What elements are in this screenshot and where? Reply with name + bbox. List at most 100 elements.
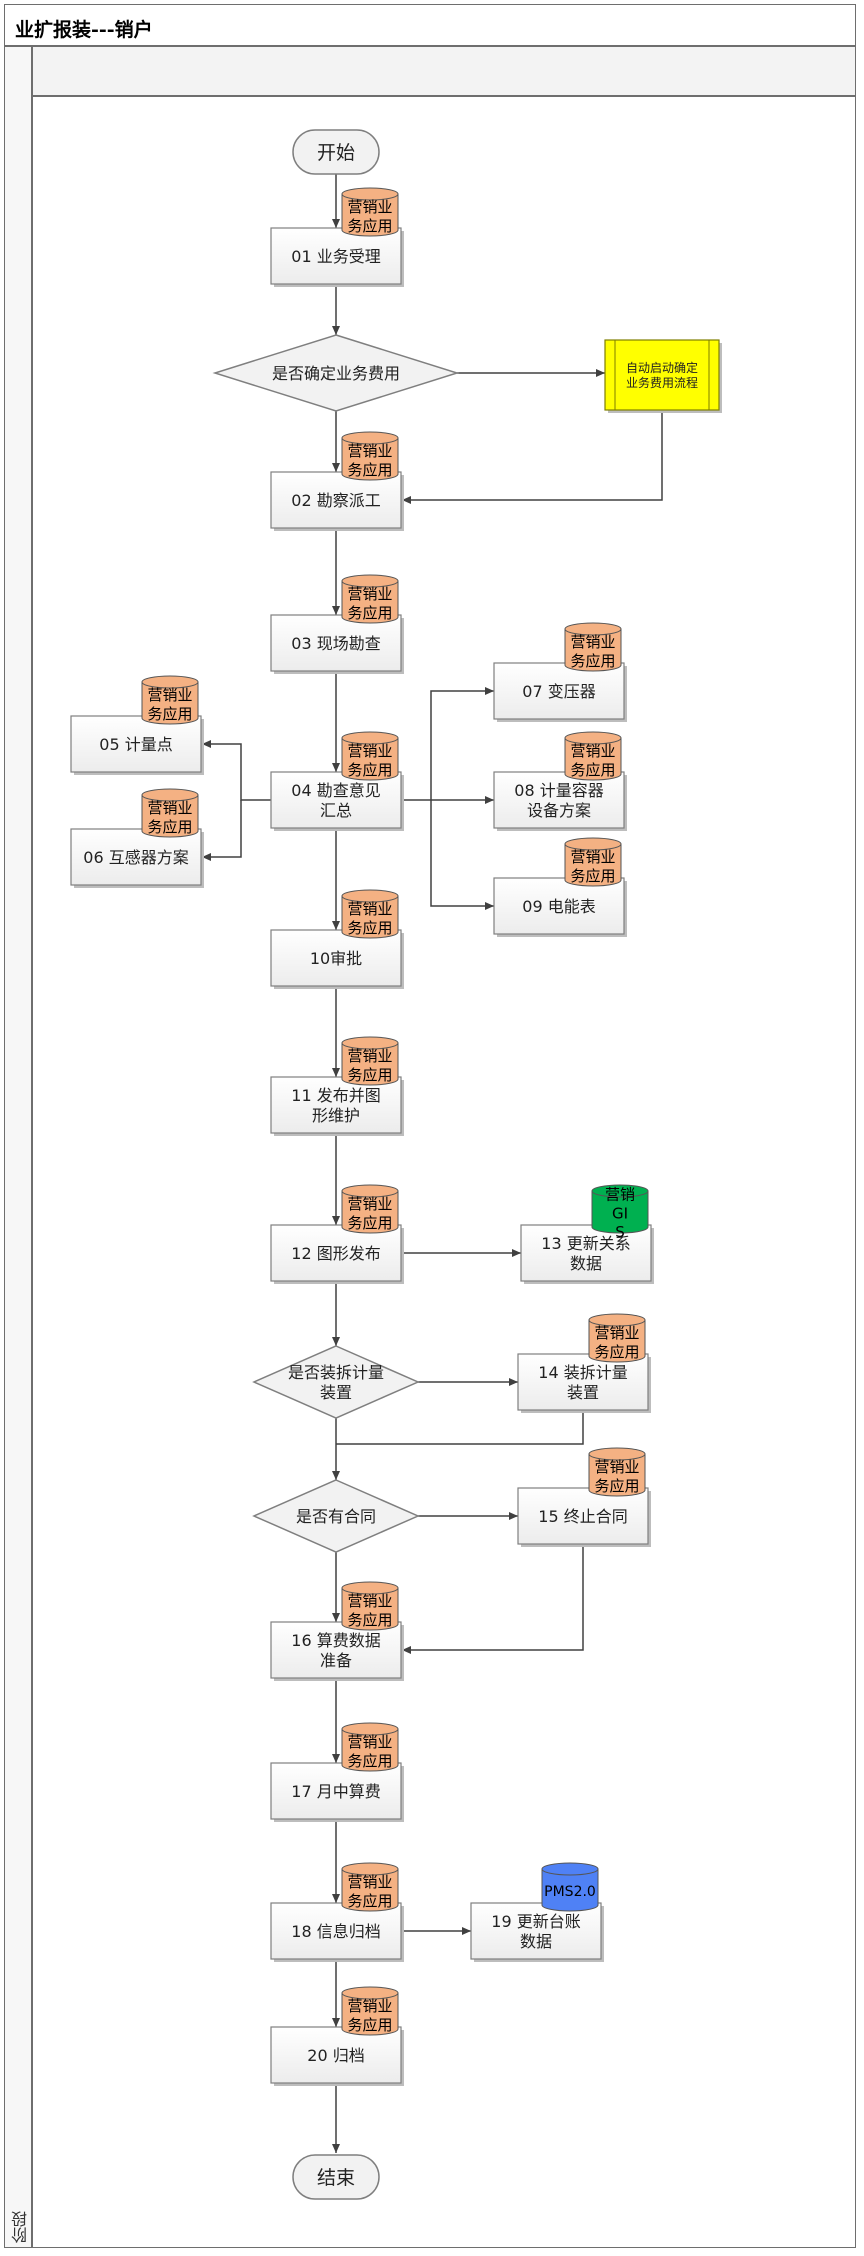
step-s18: 18 信息归档 (270, 1902, 404, 1962)
step-s14: 14 装拆计量装置 (517, 1353, 651, 1413)
decision-d1: 是否确定业务费用 (212, 334, 460, 412)
marketing-app-db-icon-s12: 营销业务应用 (341, 1184, 399, 1234)
step-s03: 03 现场勘查 (270, 614, 404, 674)
marketing-app-db-icon-s03: 营销业务应用 (341, 574, 399, 624)
step-s10: 10审批 (270, 929, 404, 989)
step-s01-label: 01 业务受理 (291, 247, 380, 266)
subprocess-label: 自动启动确定业务费用流程 (626, 360, 698, 390)
step-s11-label: 11 发布并图形维护 (291, 1086, 380, 1125)
subprocess-box: 自动启动确定业务费用流程 (604, 339, 722, 413)
marketing-app-db-icon-s07: 营销业务应用 (564, 622, 622, 672)
step-s01: 01 业务受理 (270, 227, 404, 287)
marketing-app-db-icon-s20: 营销业务应用 (341, 1986, 399, 2036)
end-node-label: 结束 (317, 2167, 355, 2189)
marketing-app-db-icon-s02: 营销业务应用 (341, 431, 399, 481)
system-tags: 营销业务应用营销业务应用营销业务应用营销业务应用营销业务应用营销业务应用营销业务… (141, 187, 649, 2036)
lane-column: 阶段 (4, 46, 32, 2248)
step-s17-label: 17 月中算费 (291, 1782, 380, 1801)
marketing-app-db-icon-s18: 营销业务应用 (341, 1862, 399, 1912)
step-s10-label: 10审批 (310, 949, 362, 968)
edge-15-16 (402, 1544, 584, 1654)
step-s17: 17 月中算费 (270, 1762, 404, 1822)
marketing-app-db-icon-s12-label: 营销业务应用 (347, 1195, 392, 1232)
connectors (202, 174, 663, 2153)
step-s02-label: 02 勘察派工 (291, 491, 380, 510)
lane-body (32, 96, 856, 2248)
step-s09: 09 电能表 (493, 877, 627, 937)
marketing-app-db-icon-s02-label: 营销业务应用 (347, 442, 392, 479)
marketing-app-db-icon-s06-label: 营销业务应用 (147, 799, 192, 836)
step-s12: 12 图形发布 (270, 1224, 404, 1284)
marketing-app-db-icon-s10: 营销业务应用 (341, 889, 399, 939)
marketing-app-db-icon-s03-label: 营销业务应用 (347, 585, 392, 622)
marketing-app-db-icon-s14: 营销业务应用 (588, 1313, 646, 1363)
step-s07-label: 07 变压器 (522, 682, 595, 701)
start-node-label: 开始 (317, 142, 355, 164)
step-s16-label: 16 算费数据准备 (291, 1631, 380, 1670)
step-s04-label: 04 勘查意见汇总 (291, 781, 380, 820)
marketing-app-db-icon-s17: 营销业务应用 (341, 1722, 399, 1772)
marketing-app-db-icon-s09-label: 营销业务应用 (570, 848, 615, 885)
step-s19-label: 19 更新台账数据 (491, 1912, 580, 1951)
edge-subprocess-02 (402, 411, 663, 504)
step-s02: 02 勘察派工 (270, 471, 404, 531)
decision-d1-label: 是否确定业务费用 (272, 364, 400, 383)
step-s03-label: 03 现场勘查 (291, 634, 380, 653)
decision-d3-label: 是否有合同 (296, 1507, 376, 1526)
pms-db-icon-label: PMS2.0 (544, 1884, 596, 1900)
edge-04-09 (430, 800, 494, 910)
step-s20: 20 归档 (270, 2026, 404, 2086)
step-s08: 08 计量容器设备方案 (493, 771, 627, 831)
step-s04: 04 勘查意见汇总 (270, 771, 404, 831)
step-s06: 06 互感器方案 (70, 828, 204, 888)
marketing-app-db-icon-s01: 营销业务应用 (341, 187, 399, 237)
step-s05-label: 05 计量点 (99, 735, 172, 754)
marketing-app-db-icon-s04: 营销业务应用 (341, 731, 399, 781)
step-s08-label: 08 计量容器设备方案 (514, 781, 603, 820)
step-s15-label: 15 终止合同 (538, 1507, 627, 1526)
marketing-app-db-icon-s20-label: 营销业务应用 (347, 1997, 392, 2034)
marketing-app-db-icon-s06: 营销业务应用 (141, 788, 199, 838)
marketing-app-db-icon-s16: 营销业务应用 (341, 1581, 399, 1631)
marketing-app-db-icon-s11-label: 营销业务应用 (347, 1047, 392, 1084)
page-title: 业扩报装---销户 (15, 19, 153, 41)
marketing-app-db-icon-s04-label: 营销业务应用 (347, 742, 392, 779)
edge-04-05 (202, 740, 271, 801)
step-s07: 07 变压器 (493, 662, 627, 722)
step-s06-label: 06 互感器方案 (83, 848, 188, 867)
title-bar: 业扩报装---销户 (4, 4, 856, 46)
marketing-app-db-icon-s01-label: 营销业务应用 (347, 198, 392, 235)
decision-d2: 是否装拆计量装置 (252, 1345, 420, 1419)
marketing-app-db-icon-s11: 营销业务应用 (341, 1036, 399, 1086)
marketing-app-db-icon-s17-label: 营销业务应用 (347, 1733, 392, 1770)
step-s05: 05 计量点 (70, 715, 204, 775)
pms-db-icon: PMS2.0 (541, 1862, 599, 1912)
step-s19: 19 更新台账数据 (470, 1902, 604, 1962)
lane-header (32, 46, 856, 96)
marketing-app-db-icon-s08: 营销业务应用 (564, 731, 622, 781)
start-node: 开始 (292, 129, 380, 175)
marketing-app-db-icon-s05-label: 营销业务应用 (147, 686, 192, 723)
marketing-app-db-icon-s15-label: 营销业务应用 (594, 1458, 639, 1495)
step-s13-label: 13 更新关系数据 (541, 1234, 630, 1273)
marketing-app-db-icon-s16-label: 营销业务应用 (347, 1592, 392, 1629)
marketing-app-db-icon-s07-label: 营销业务应用 (570, 633, 615, 670)
step-s11: 11 发布并图形维护 (270, 1076, 404, 1136)
step-s13: 13 更新关系数据 (520, 1224, 654, 1284)
step-s14-label: 14 装拆计量装置 (538, 1363, 627, 1402)
marketing-app-db-icon-s05: 营销业务应用 (141, 675, 199, 725)
step-s09-label: 09 电能表 (522, 897, 595, 916)
marketing-app-db-icon-s15: 营销业务应用 (588, 1447, 646, 1497)
marketing-app-db-icon-s14-label: 营销业务应用 (594, 1324, 639, 1361)
marketing-app-db-icon-s09: 营销业务应用 (564, 837, 622, 887)
step-s18-label: 18 信息归档 (291, 1922, 380, 1941)
marketing-app-db-icon-s10-label: 营销业务应用 (347, 900, 392, 937)
edge-04-07 (401, 687, 494, 801)
end-node: 结束 (292, 2154, 380, 2200)
decision-d2-label: 是否装拆计量装置 (288, 1363, 384, 1402)
marketing-app-db-icon-s18-label: 营销业务应用 (347, 1873, 392, 1910)
